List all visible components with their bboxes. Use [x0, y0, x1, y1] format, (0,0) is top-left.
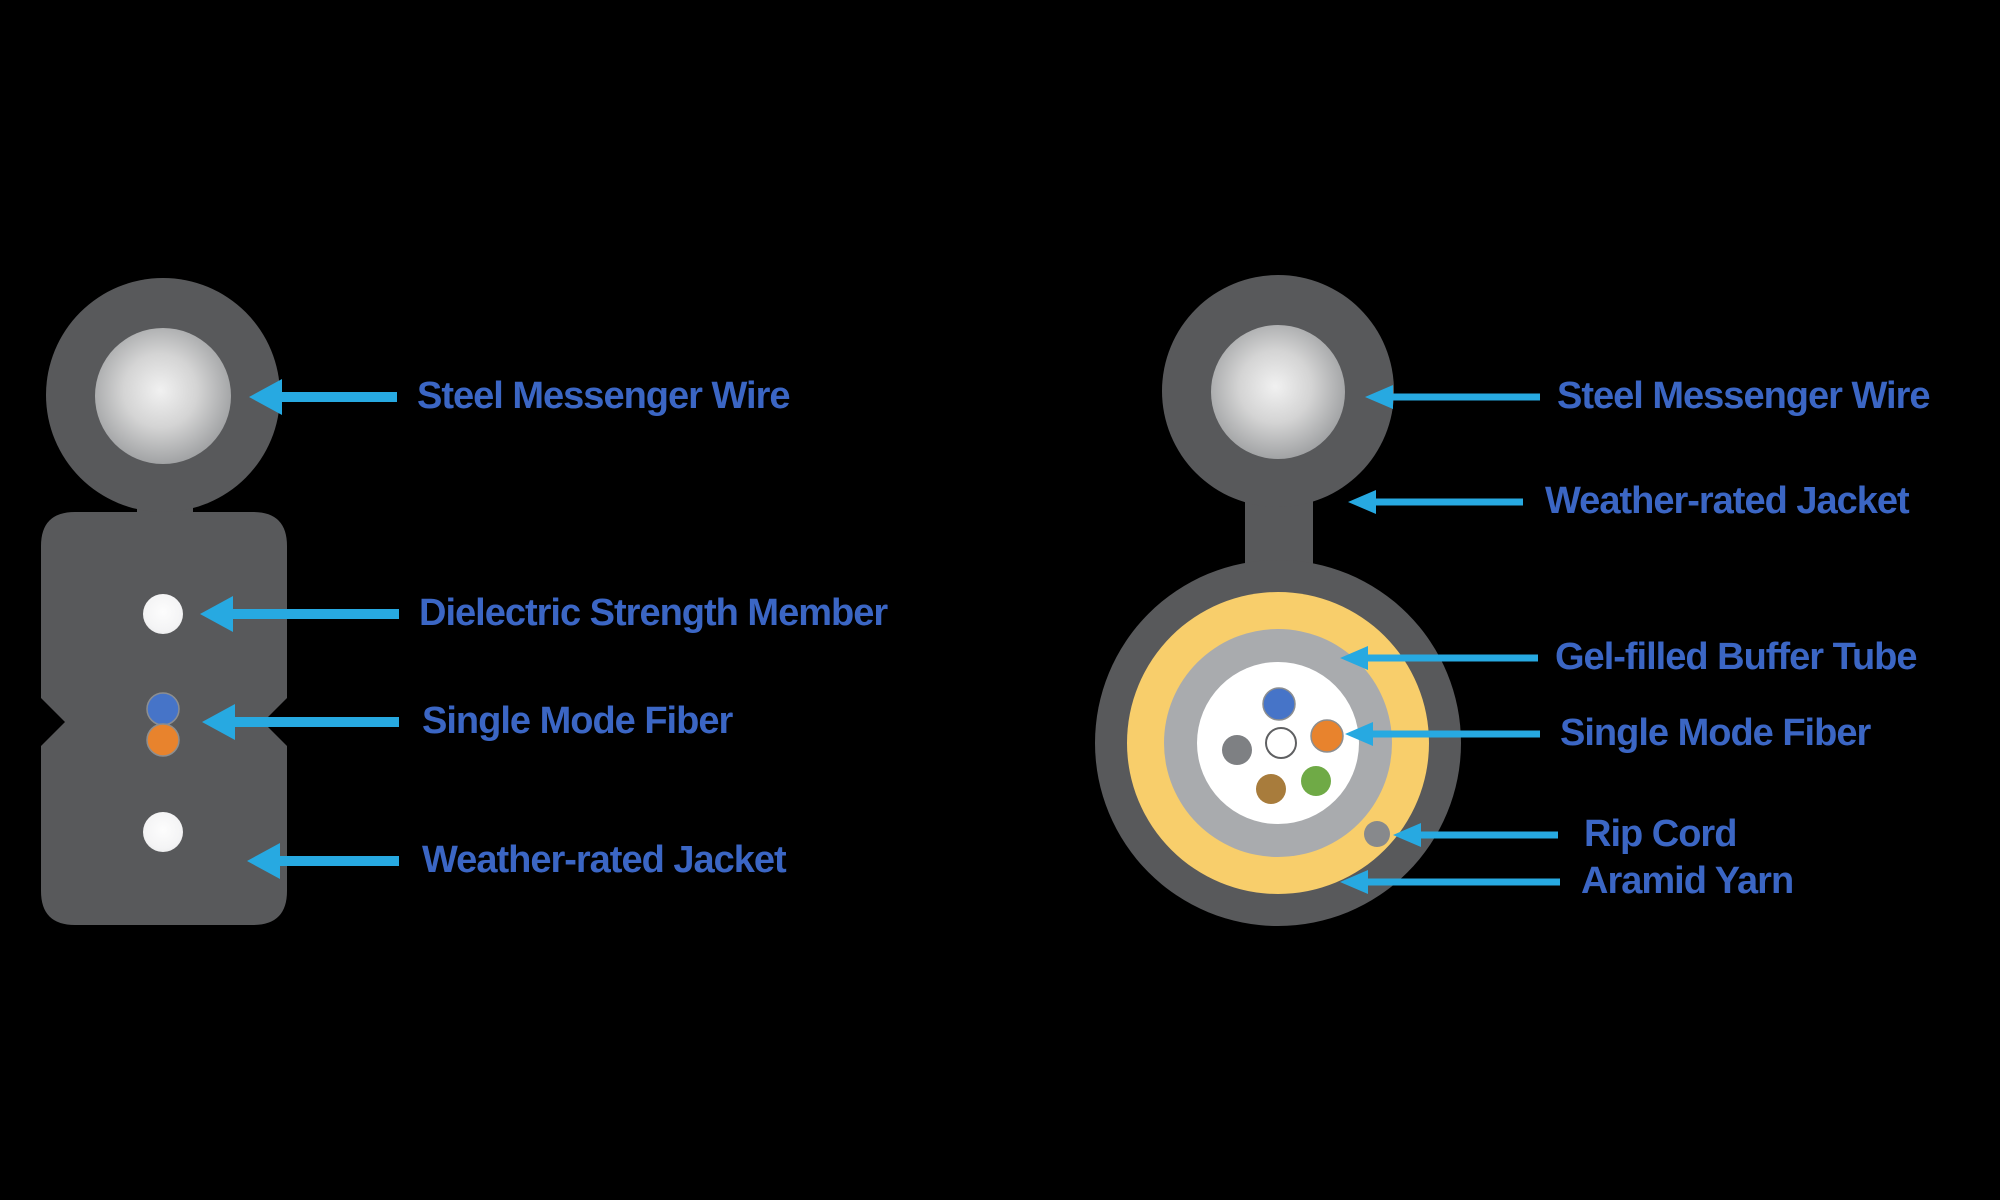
fiber-green — [1301, 766, 1331, 796]
arrow-steel-messenger-wire-left — [249, 379, 397, 415]
fiber-white — [1265, 727, 1297, 759]
steel-messenger-wire-right — [1211, 325, 1345, 459]
label-single-mode-fiber-right: Single Mode Fiber — [1560, 712, 1871, 755]
label-dielectric-strength-member: Dielectric Strength Member — [419, 592, 888, 635]
label-weather-rated-jacket-right: Weather-rated Jacket — [1545, 480, 1910, 523]
label-aramid-yarn: Aramid Yarn — [1581, 860, 1794, 903]
arrow-single-mode-fiber-left — [202, 704, 399, 740]
single-mode-fiber-orange — [146, 723, 180, 757]
label-weather-rated-jacket-left: Weather-rated Jacket — [422, 839, 787, 882]
single-mode-fiber-blue — [146, 692, 180, 726]
arrow-weather-rated-jacket-right — [1348, 490, 1523, 514]
arrow-gel-filled-buffer-tube — [1340, 646, 1538, 670]
fiber-gray — [1222, 735, 1252, 765]
strength-member-lower — [143, 812, 183, 852]
arrow-weather-rated-jacket-left — [247, 843, 399, 879]
label-gel-filled-buffer-tube: Gel-filled Buffer Tube — [1555, 636, 1918, 679]
label-steel-messenger-wire-right: Steel Messenger Wire — [1557, 375, 1930, 418]
fiber-orange — [1310, 719, 1344, 753]
label-steel-messenger-wire-left: Steel Messenger Wire — [417, 375, 790, 418]
arrow-steel-messenger-wire-right — [1365, 385, 1540, 409]
arrow-dielectric-strength-member — [200, 596, 399, 632]
dielectric-strength-member — [143, 594, 183, 634]
fiber-blue — [1262, 687, 1296, 721]
rip-cord-dot — [1364, 821, 1390, 847]
label-single-mode-fiber-left: Single Mode Fiber — [422, 700, 733, 743]
arrow-rip-cord — [1393, 823, 1558, 847]
steel-messenger-wire — [95, 328, 231, 464]
arrow-single-mode-fiber-right — [1345, 722, 1540, 746]
label-rip-cord: Rip Cord — [1584, 813, 1737, 856]
flat-drop-cable-diagram — [41, 278, 399, 925]
arrow-aramid-yarn — [1340, 870, 1560, 894]
round-drop-cable-diagram — [1095, 275, 1560, 926]
fiber-brown — [1256, 774, 1286, 804]
